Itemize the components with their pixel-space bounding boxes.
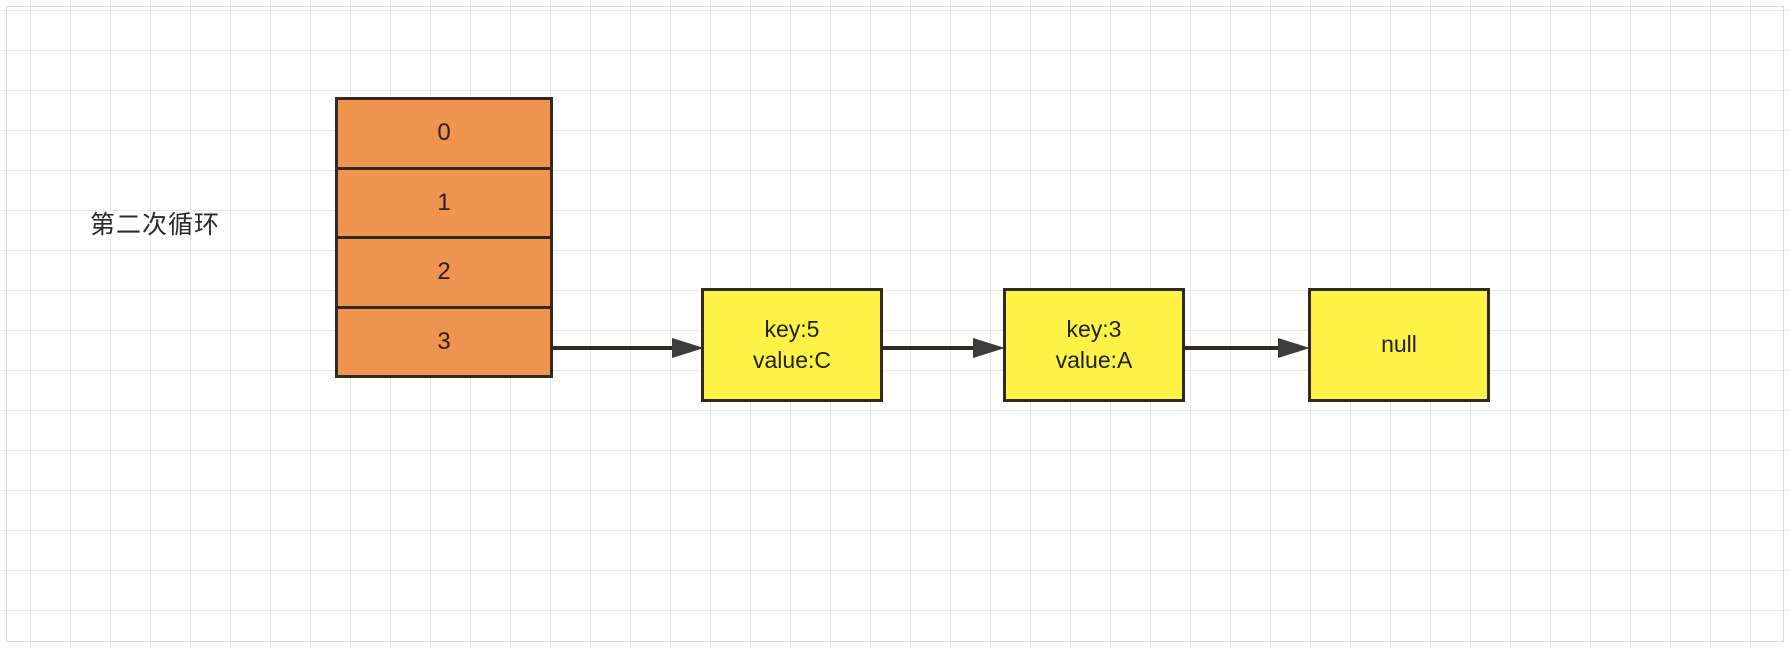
arrow-node2-to-node3 [1183, 338, 1310, 358]
hash-bucket-array: 0 1 2 3 [335, 97, 553, 378]
bucket-index-label: 0 [437, 119, 451, 147]
bucket-cell-2: 2 [338, 239, 550, 309]
linked-list-node-2: key:3 value:A [1003, 288, 1185, 402]
node-value-label: value:C [753, 347, 831, 373]
loop-caption-label: 第二次循环 [90, 211, 221, 239]
bucket-cell-1: 1 [338, 169, 550, 239]
linked-list-node-1: key:5 value:C [701, 288, 883, 402]
bucket-index-label: 3 [437, 327, 451, 355]
arrow-node1-to-node2 [881, 338, 1005, 358]
node-key-label: key:3 [1066, 315, 1122, 342]
bucket-index-label: 1 [437, 188, 451, 216]
node-key-label: key:5 [764, 315, 820, 342]
node-value-label: value:A [1055, 347, 1133, 373]
bucket-cell-0: 0 [338, 100, 550, 170]
canvas-frame [6, 6, 1784, 642]
bucket-cell-3: 3 [338, 308, 550, 375]
arrow-bucket3-to-node1 [552, 338, 704, 358]
bucket-index-label: 2 [437, 258, 451, 286]
linked-list-node-null: null [1308, 288, 1490, 402]
node-null-label: null [1381, 331, 1417, 358]
